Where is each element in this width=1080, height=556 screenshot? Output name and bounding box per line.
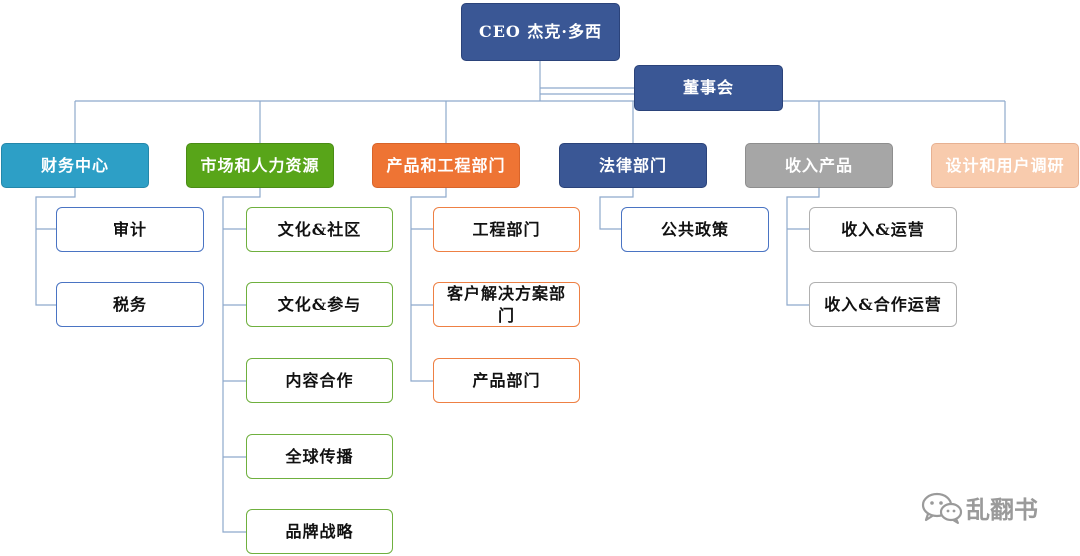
sub-engineering: 工程部门 (433, 207, 580, 252)
dept-design-research: 设计和用户调研 (931, 143, 1079, 188)
dept-revenue-product-label: 收入产品 (784, 155, 853, 175)
dept-product-engineering: 产品和工程部门 (372, 143, 520, 188)
dept-marketing-hr-label: 市场和人力资源 (200, 155, 320, 175)
sub-audit-label: 审计 (112, 219, 147, 239)
sub-product-label: 产品部门 (472, 370, 541, 390)
dept-finance-label: 财务中心 (40, 155, 109, 175)
dept-finance: 财务中心 (1, 143, 149, 188)
sub-brand-strategy-label: 品牌战略 (285, 521, 354, 541)
dept-design-research-label: 设计和用户调研 (945, 155, 1065, 175)
wechat-icon (921, 492, 963, 524)
sub-culture-engagement-label: 文化&参与 (277, 294, 362, 314)
board-label: 董事会 (682, 78, 734, 97)
sub-culture-community-label: 文化&社区 (277, 219, 362, 239)
sub-public-policy: 公共政策 (621, 207, 769, 252)
sub-revenue-partner-operations-label: 收入&合作运营 (824, 294, 942, 314)
dept-legal: 法律部门 (559, 143, 707, 188)
dept-legal-label: 法律部门 (598, 155, 667, 175)
sub-revenue-operations: 收入&运营 (809, 207, 957, 252)
sub-customer-solutions: 客户解决方案部门 (433, 282, 580, 327)
sub-revenue-partner-operations: 收入&合作运营 (809, 282, 957, 327)
sub-brand-strategy: 品牌战略 (246, 509, 393, 554)
sub-global-communications-label: 全球传播 (285, 446, 354, 466)
ceo-label: CEO 杰克·多西 (478, 22, 602, 41)
sub-product: 产品部门 (433, 358, 580, 403)
dept-product-engineering-label: 产品和工程部门 (386, 155, 506, 175)
sub-culture-community: 文化&社区 (246, 207, 393, 252)
watermark-text: 乱翻书 (966, 496, 1038, 524)
sub-content-partnership-label: 内容合作 (285, 370, 354, 390)
sub-engineering-label: 工程部门 (472, 219, 541, 239)
sub-tax-label: 税务 (112, 294, 147, 314)
sub-tax: 税务 (56, 282, 204, 327)
ceo-box: CEO 杰克·多西 (461, 3, 620, 61)
sub-audit: 审计 (56, 207, 204, 252)
sub-revenue-operations-label: 收入&运营 (841, 219, 925, 239)
sub-global-communications: 全球传播 (246, 434, 393, 479)
sub-public-policy-label: 公共政策 (660, 219, 729, 239)
dept-revenue-product: 收入产品 (745, 143, 893, 188)
sub-content-partnership: 内容合作 (246, 358, 393, 403)
board-box: 董事会 (634, 65, 783, 111)
watermark: 乱翻书 (920, 490, 1038, 525)
sub-customer-solutions-label: 客户解决方案部门 (446, 283, 566, 325)
sub-culture-engagement: 文化&参与 (246, 282, 393, 327)
dept-marketing-hr: 市场和人力资源 (186, 143, 334, 188)
